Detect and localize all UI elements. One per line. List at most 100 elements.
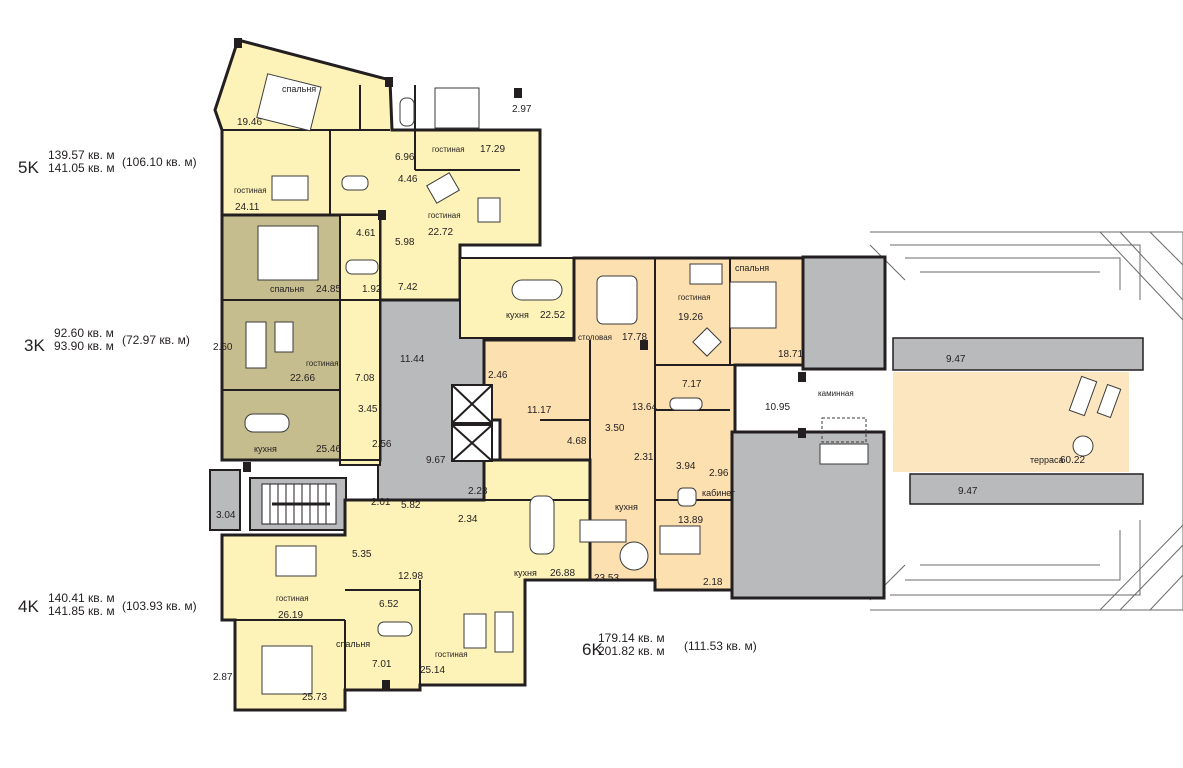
room-area: 6.52 (379, 599, 399, 610)
room-area: 1.92 (362, 284, 382, 295)
room-area: 2.60 (213, 342, 233, 353)
room-name: кухня (514, 568, 537, 578)
sofa-icon (245, 321, 267, 369)
room-area: 2.01 (371, 497, 391, 508)
sofa-icon (659, 525, 701, 555)
room-name: гостиная (306, 359, 339, 368)
room-area: 3.04 (216, 510, 236, 521)
room-area: 4.68 (567, 436, 587, 447)
area-total-1: 139.57 кв. м (48, 148, 115, 162)
bed-icon (729, 281, 777, 329)
room-area: 18.71 (778, 349, 803, 360)
kitchen-counter-icon (579, 519, 627, 543)
coffee-table-icon (477, 197, 501, 223)
room-name: спальня (336, 639, 370, 649)
area-total-2: 201.82 кв. м (598, 644, 665, 658)
room-area: 9.47 (946, 354, 966, 365)
room-name: каминная (818, 389, 854, 398)
fireplace-icon (821, 417, 867, 443)
room-area: 60.22 (1060, 455, 1085, 466)
room-area: 12.98 (398, 571, 423, 582)
sofa-icon (271, 175, 309, 201)
room-area: 3.94 (676, 461, 696, 472)
bed-icon (257, 225, 319, 281)
dining-table-icon (529, 495, 555, 555)
room-area: 2.28 (468, 486, 488, 497)
apartment-code-3k: 3K (24, 336, 45, 355)
room-name: спальня (270, 284, 304, 294)
balcony-304 (209, 469, 241, 531)
fireplace-sofa-icon (819, 443, 869, 465)
sofa-icon (494, 611, 514, 653)
bath-icon (341, 175, 369, 191)
dining-table-icon (244, 413, 290, 433)
room-area: 5.82 (401, 500, 421, 511)
area-total-1: 179.14 кв. м (598, 631, 665, 645)
room-area: 5.35 (352, 549, 372, 560)
room-area: 22.52 (540, 310, 565, 321)
apartment-living-6k: (111.53 кв. м) (684, 639, 757, 653)
round-table-icon (619, 541, 649, 571)
area-total-2: 141.05 кв. м (48, 161, 115, 175)
room-area: 25.73 (302, 692, 327, 703)
bed-icon (434, 87, 480, 129)
room-area: 2.96 (709, 468, 729, 479)
room-area: 17.78 (622, 332, 647, 343)
room-area: 7.42 (398, 282, 418, 293)
room-area: 13.64 (632, 402, 657, 413)
room-area: 2.46 (488, 370, 508, 381)
apartment-living-4k: (103.93 кв. м) (122, 599, 197, 613)
bath-icon (399, 97, 415, 127)
interior-walls (222, 85, 803, 690)
terrace-parapet-top (892, 337, 1144, 371)
room-name: гостиная (234, 186, 267, 195)
room-area: 22.66 (290, 373, 315, 384)
room-area: 25.46 (316, 444, 341, 455)
area-total-2: 141.85 кв. м (48, 604, 115, 618)
room-area: 11.17 (527, 405, 552, 416)
room-area: 19.46 (237, 117, 262, 128)
room-name: кабинет (702, 488, 735, 498)
room-area: 2.87 (213, 672, 233, 683)
sunbed-icon (1068, 375, 1098, 417)
area-total-2: 93.90 кв. м (54, 339, 114, 353)
room-name: спальня (735, 263, 769, 273)
terrace-parapet-bottom (909, 473, 1144, 505)
room-area: 23.53 (594, 573, 619, 584)
common-shaft-right (801, 255, 887, 371)
bath-icon (669, 397, 703, 411)
apartment-area-4k: 140.41 кв. м 141.85 кв. м (48, 592, 115, 618)
room-area: 26.19 (278, 610, 303, 621)
room-name: кухня (506, 310, 529, 320)
apartment-area-3k: 92.60 кв. м 93.90 кв. м (54, 327, 114, 353)
bed-icon (261, 645, 313, 695)
apartment-living-3k: (72.97 кв. м) (122, 333, 190, 347)
room-name: гостиная (678, 293, 711, 302)
room-name: столовая (578, 333, 612, 342)
room-area: 11.44 (400, 354, 425, 365)
dining-table-icon (511, 279, 563, 301)
room-name: кухня (615, 502, 638, 512)
room-area: 24.85 (316, 284, 341, 295)
armchair-icon (426, 172, 460, 204)
area-total-1: 140.41 кв. м (48, 591, 115, 605)
room-area: 9.67 (426, 455, 446, 466)
room-name: терраса (1030, 455, 1064, 465)
room-area: 25.14 (420, 665, 445, 676)
coffee-table-icon (274, 321, 294, 353)
bed-icon (275, 545, 317, 577)
room-area: 24.11 (235, 202, 260, 213)
room-area: 2.31 (634, 452, 654, 463)
bath-icon (345, 259, 379, 275)
roof-area (869, 231, 1183, 611)
dining-table-icon (596, 275, 638, 325)
apartment-code-6k: 6K (582, 640, 603, 659)
room-area: 22.72 (428, 227, 453, 238)
room-name: гостиная (276, 594, 309, 603)
room-area: 26.88 (550, 568, 575, 579)
room-area: 9.47 (958, 486, 978, 497)
room-area: 7.01 (372, 659, 392, 670)
furniture (244, 73, 1122, 695)
bath-icon (377, 621, 413, 637)
apartment-code-4k: 4K (18, 597, 39, 616)
